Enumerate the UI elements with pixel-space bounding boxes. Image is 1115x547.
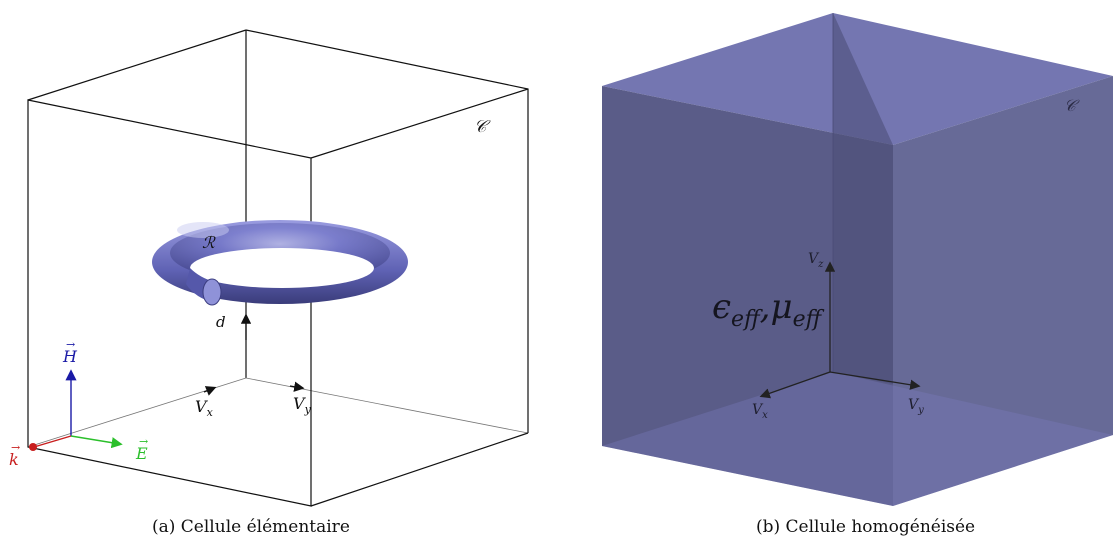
- cube-inner-shade: [833, 13, 893, 384]
- e-field-arrow: [70, 435, 123, 449]
- vx-label-b: Vx: [752, 402, 768, 421]
- gap-label: d: [216, 313, 226, 331]
- split-ring-resonator: [152, 220, 408, 306]
- cube-edge-top-right: [310, 88, 529, 159]
- field-axes: [29, 369, 123, 451]
- caption-b: (b) Cellule homogénéisée: [756, 517, 975, 537]
- cell-label-a: 𝒞: [474, 117, 491, 137]
- unit-cell-wireframe: [27, 29, 529, 507]
- velocity-axes: [759, 261, 921, 399]
- e-label: E: [135, 444, 148, 463]
- panel-b: Vz Vx Vy ϵeff,μeff 𝒞 (b) Cellule homogén…: [602, 13, 1113, 537]
- cube-edge-top-left: [27, 29, 247, 101]
- caption-a: (a) Cellule élémentaire: [152, 517, 350, 537]
- cube-bottom-face: [602, 372, 1113, 506]
- ring-gap-face: [202, 278, 222, 306]
- k-vector-head: [29, 443, 37, 451]
- k-label: k: [9, 450, 19, 469]
- cube-back-bottom: [245, 377, 529, 434]
- ring-hole: [190, 248, 374, 288]
- effective-params-label: ϵeff,μeff: [712, 287, 825, 332]
- vy-arrow-b: [829, 371, 921, 390]
- h-label: H: [62, 347, 78, 366]
- vy-arrow: [289, 381, 305, 392]
- vx-label: Vx: [195, 397, 214, 419]
- vx-arrow: [203, 386, 217, 396]
- e-vector-mark: →: [139, 435, 148, 448]
- vy-label-b: Vy: [908, 397, 924, 416]
- k-vector-line: [33, 435, 72, 448]
- vz-label: Vz: [808, 251, 824, 270]
- k-vector-mark: →: [11, 441, 20, 454]
- cube-edge-bottom-right: [310, 432, 529, 507]
- ring-specular: [177, 222, 229, 238]
- vx-arrow-b: [759, 371, 831, 399]
- ring-label: ℛ: [202, 233, 216, 252]
- cube-front-face-b: [602, 86, 893, 506]
- cube-right-face: [893, 76, 1113, 506]
- vy-label: Vy: [293, 394, 312, 416]
- h-vector-mark: →: [66, 338, 75, 351]
- panel-a: ℛ d Vx Vy 𝒞 H → E → k → (a) Cellule élém…: [9, 29, 529, 537]
